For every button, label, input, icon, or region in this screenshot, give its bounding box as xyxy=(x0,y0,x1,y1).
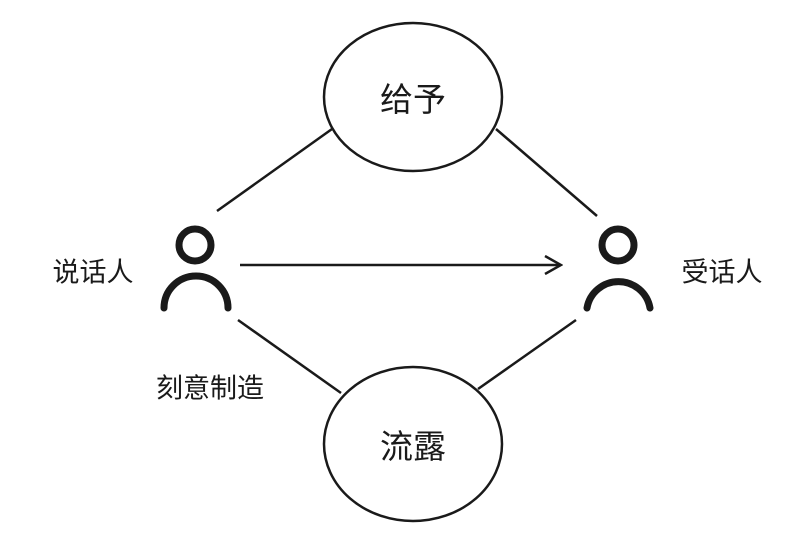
listener-label: 受话人 xyxy=(681,257,763,289)
speaker-person-icon xyxy=(160,225,232,312)
speaker-leak-line xyxy=(237,318,342,395)
listener-person-icon xyxy=(583,225,654,312)
speaker-label: 说话人 xyxy=(52,257,134,289)
deliberate-annotation: 刻意制造 xyxy=(156,373,264,405)
give-listener-line xyxy=(495,128,598,217)
leak-listener-line xyxy=(477,318,577,391)
give-label: 给予 xyxy=(380,80,446,119)
speaker-give-line xyxy=(216,127,333,213)
leak-ellipse xyxy=(322,365,504,523)
give-ellipse xyxy=(322,21,504,173)
leak-label: 流露 xyxy=(380,427,446,466)
